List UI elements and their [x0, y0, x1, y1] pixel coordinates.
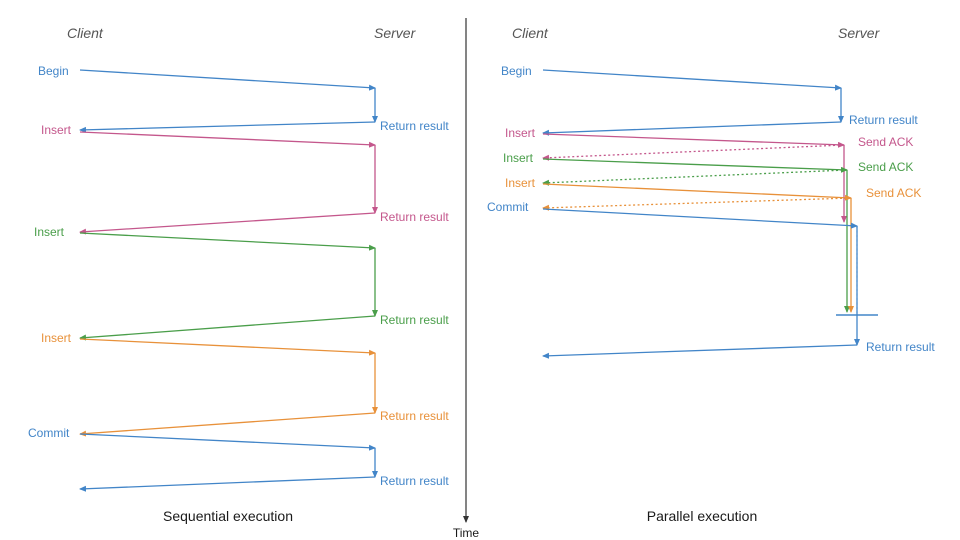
- response-arrow-seq-commit: [79, 476, 376, 492]
- response-arrow-par-insert-2: [542, 169, 848, 186]
- parallel-panel-caption: Parallel execution: [647, 508, 758, 524]
- lane-headers: Client Server Client Server: [67, 25, 881, 41]
- response-label-seq-commit: Return result: [380, 474, 449, 488]
- request-arrow-seq-insert-2: [79, 232, 376, 251]
- request-label-par-insert-2: Insert: [503, 151, 534, 165]
- request-arrow-seq-commit: [79, 433, 376, 451]
- response-label-par-begin: Return result: [849, 113, 918, 127]
- response-label-seq-insert-3: Return result: [380, 409, 449, 423]
- response-arrow-seq-begin: [79, 121, 376, 133]
- response-label-seq-begin: Return result: [380, 119, 449, 133]
- time-axis: Time: [453, 18, 480, 540]
- request-arrow-seq-insert-1: [79, 131, 376, 148]
- request-label-seq-insert-1: Insert: [41, 123, 72, 137]
- response-label-par-commit: Return result: [866, 340, 935, 354]
- request-label-seq-insert-2: Insert: [34, 225, 65, 239]
- request-label-seq-begin: Begin: [38, 64, 69, 78]
- request-label-par-insert-3: Insert: [505, 176, 536, 190]
- request-arrow-par-begin: [542, 69, 842, 91]
- request-label-seq-commit: Commit: [28, 426, 70, 440]
- response-label-seq-insert-2: Return result: [380, 313, 449, 327]
- response-arrow-seq-insert-3: [79, 412, 376, 437]
- sequential-panel-caption: Sequential execution: [163, 508, 293, 524]
- response-arrow-par-begin: [542, 121, 842, 136]
- request-label-seq-insert-3: Insert: [41, 331, 72, 345]
- request-arrow-par-insert-3: [542, 183, 852, 201]
- response-label-par-insert-2: Send ACK: [858, 160, 913, 174]
- request-arrow-par-insert-2: [542, 158, 848, 173]
- response-label-par-insert-1: Send ACK: [858, 135, 913, 149]
- request-arrow-par-insert-1: [542, 133, 845, 148]
- panel-captions: Sequential execution Parallel execution: [163, 508, 757, 524]
- response-arrow-par-commit: [542, 344, 858, 359]
- request-label-par-begin: Begin: [501, 64, 532, 78]
- response-label-par-insert-3: Send ACK: [866, 186, 921, 200]
- response-arrow-seq-insert-2: [79, 315, 376, 341]
- request-arrow-par-commit: [542, 208, 858, 229]
- response-arrow-par-insert-1: [542, 144, 845, 161]
- response-arrow-par-insert-3: [542, 197, 852, 211]
- response-arrow-seq-insert-1: [79, 212, 376, 235]
- sequential-client-lane-title: Client: [67, 25, 104, 41]
- request-label-par-insert-1: Insert: [505, 126, 536, 140]
- request-label-par-commit: Commit: [487, 200, 529, 214]
- response-label-seq-insert-1: Return result: [380, 210, 449, 224]
- sequential-server-lane-title: Server: [374, 25, 417, 41]
- parallel-server-lane-title: Server: [838, 25, 881, 41]
- time-axis-label: Time: [453, 526, 480, 540]
- request-arrow-seq-begin: [79, 69, 376, 91]
- request-arrow-seq-insert-3: [79, 338, 376, 356]
- parallel-client-lane-title: Client: [512, 25, 549, 41]
